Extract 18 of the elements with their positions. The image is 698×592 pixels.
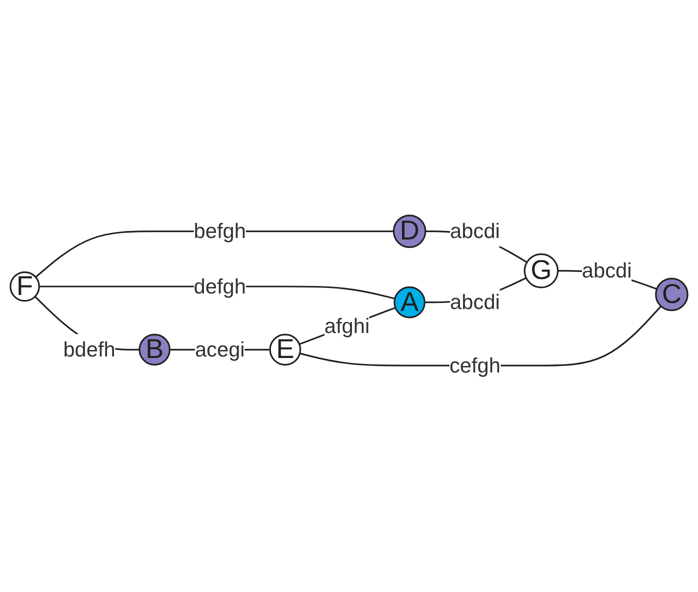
node-circle: C <box>655 278 688 312</box>
edge-label: befgh <box>194 218 246 243</box>
connector <box>299 306 396 346</box>
node-circle: F <box>10 271 40 302</box>
edge-label: abcdi <box>582 258 632 282</box>
edge-label: cefgh <box>449 353 501 378</box>
edge-label: abcdi <box>450 218 500 243</box>
node-circle: A <box>394 286 426 318</box>
node-circle: E <box>269 334 302 366</box>
edge-label: defgh <box>194 274 246 298</box>
edge-label: abcdi <box>450 290 500 314</box>
edge-label: bdefh <box>63 337 116 362</box>
connector <box>300 306 662 366</box>
node-circle: D <box>392 214 426 248</box>
node-circle: B <box>138 334 171 366</box>
edge-label: acegi <box>194 337 245 362</box>
node-circle: G <box>524 253 559 288</box>
edge-label: afghi <box>324 314 370 338</box>
